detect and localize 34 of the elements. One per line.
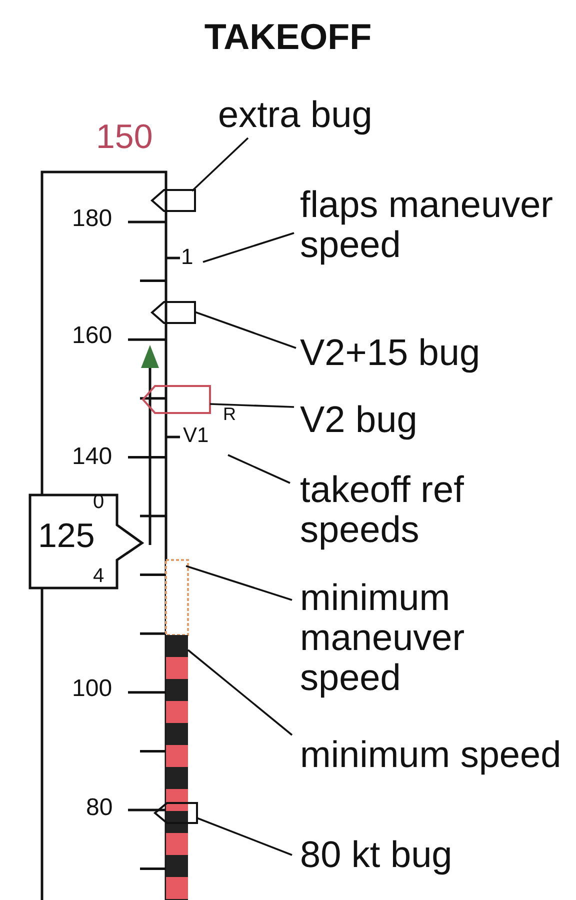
barber-pole-band	[166, 635, 188, 900]
speed-bug	[153, 802, 198, 824]
speed-bug	[142, 385, 211, 414]
callout-label: 80 kt bug	[300, 835, 570, 875]
selected-speed: 150	[96, 120, 153, 154]
scale-number: 140	[72, 445, 112, 469]
leader-line	[196, 817, 292, 856]
leader-line	[191, 137, 249, 192]
scale-number: 180	[72, 207, 112, 231]
readout-digit: 4	[93, 566, 104, 586]
speed-marker-label: V1	[183, 424, 209, 448]
speed-marker-label: R	[223, 404, 236, 425]
callout-label: V2+15 bug	[300, 333, 570, 373]
amber-band	[165, 559, 189, 636]
scale-number: 100	[72, 677, 112, 701]
callout-label: minimum speed	[300, 735, 570, 775]
callout-label: V2 bug	[300, 400, 570, 440]
leader-line	[186, 565, 292, 601]
scale-number: 80	[86, 796, 113, 820]
callout-label: minimum maneuver speed	[300, 578, 570, 698]
speed-bug	[150, 301, 196, 324]
callout-label: extra bug	[218, 95, 488, 135]
scale-number: 160	[72, 324, 112, 348]
speed-readout: 125	[38, 519, 95, 553]
leader-line	[228, 454, 290, 484]
diagram-title: TAKEOFF	[203, 16, 373, 58]
speed-bug	[150, 189, 196, 212]
callout-label: takeoff ref speeds	[300, 470, 570, 550]
speed-marker-label: 1	[181, 244, 194, 270]
leader-line	[187, 649, 293, 736]
callout-label: flaps maneuver speed	[300, 185, 570, 265]
leader-line	[202, 232, 294, 263]
leader-line	[194, 311, 296, 349]
leader-line	[210, 403, 294, 408]
